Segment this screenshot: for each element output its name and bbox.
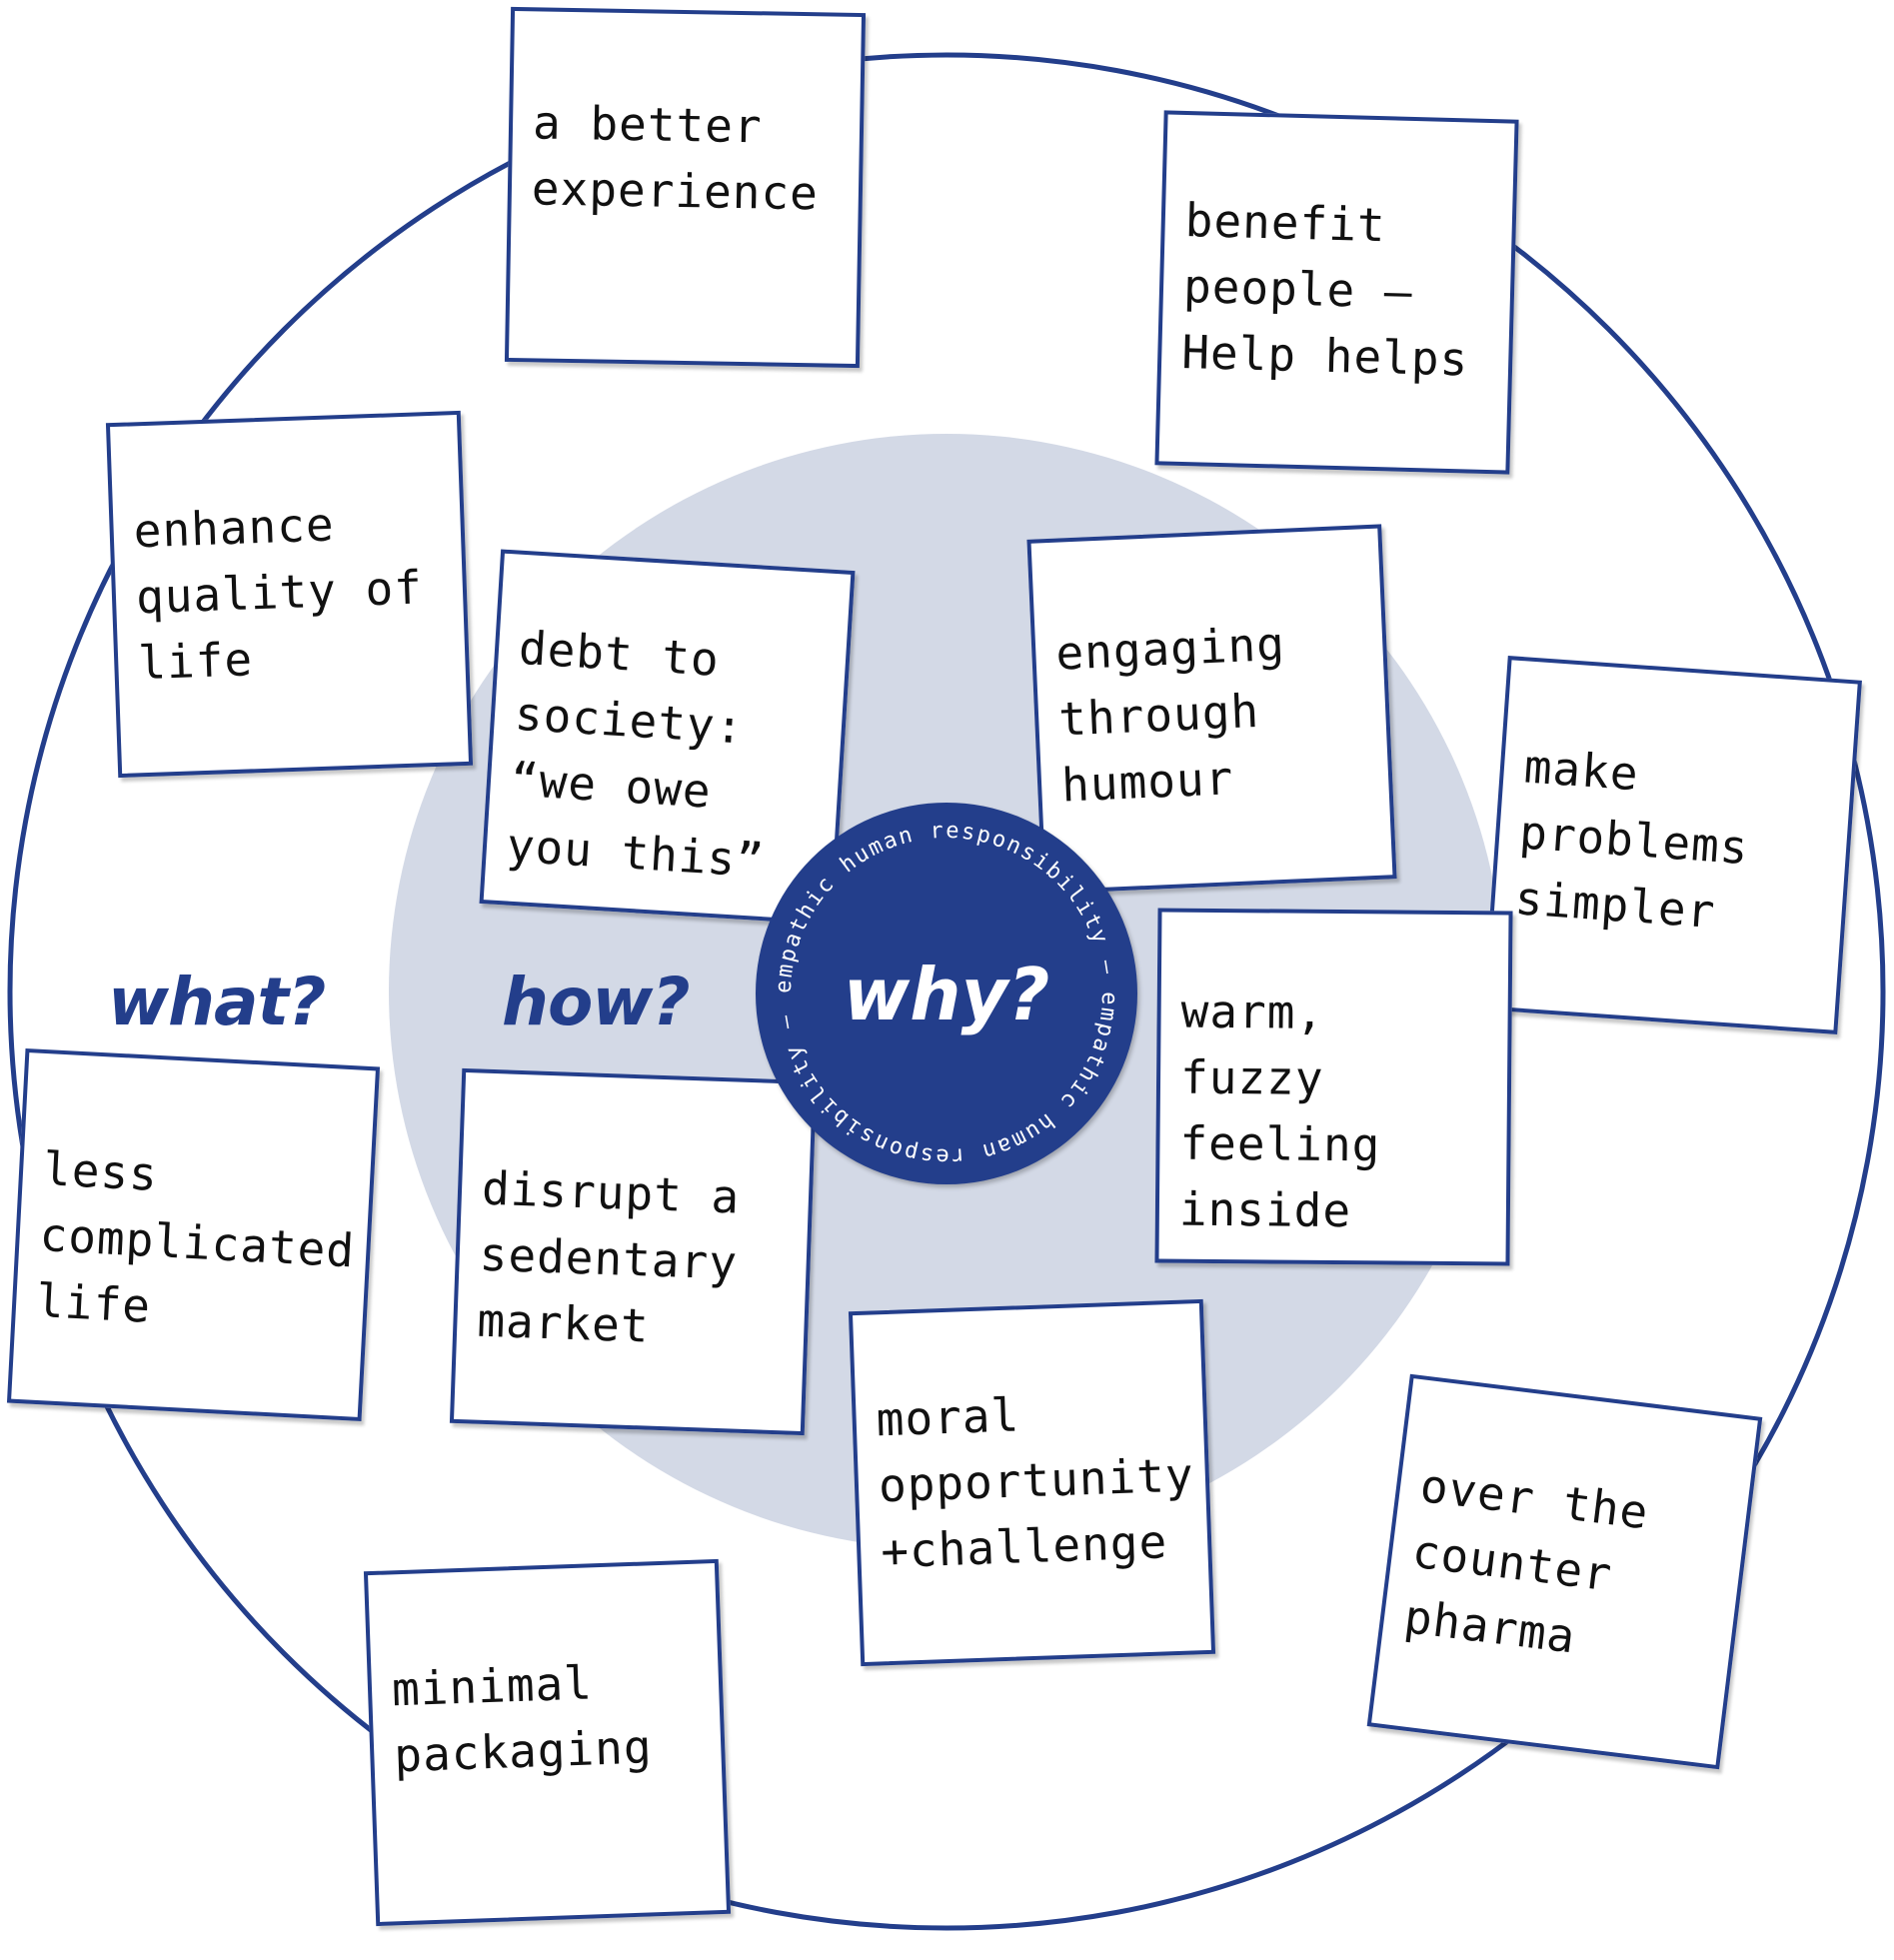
note-make-problems-simpler: make problems simpler	[1483, 656, 1862, 1034]
note-better-experience: a better experience	[504, 6, 867, 369]
label-how: how?	[502, 964, 691, 1040]
note-minimal-packaging: minimal packaging	[363, 1558, 732, 1927]
label-what: what?	[108, 964, 326, 1040]
label-why: why?	[843, 953, 1050, 1036]
center-ring-text-svg: empathic human responsibility – empathic…	[772, 819, 1119, 1168]
note-less-complicated: less complicated life	[6, 1047, 381, 1422]
note-warm-fuzzy: warm, fuzzy feeling inside	[1154, 908, 1513, 1266]
note-benefit-people: benefit people – Help helps	[1154, 110, 1519, 475]
note-over-the-counter: over the counter pharma	[1366, 1373, 1763, 1770]
outer-ring-what	[7, 52, 1886, 1931]
note-enhance-quality: enhance quality of life	[105, 410, 474, 779]
center-disc-why	[756, 803, 1137, 1184]
note-moral-opportunity: moral opportunity +challenge	[848, 1298, 1216, 1667]
